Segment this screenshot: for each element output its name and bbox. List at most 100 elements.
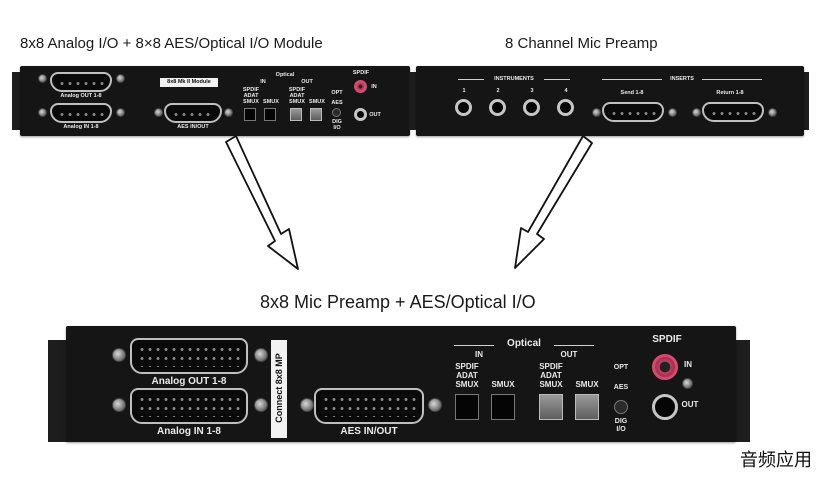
dig-label: DIG (614, 418, 628, 425)
instrument-jack-1 (455, 99, 472, 116)
analog-out-connector (50, 72, 112, 92)
dig-io-button[interactable] (332, 108, 341, 117)
return-label: Return 1-8 (716, 90, 744, 96)
spdif-label: SPDIF (652, 334, 682, 345)
optical-out-port-1 (290, 108, 302, 121)
right-arrow (514, 135, 593, 269)
screw-icon (254, 348, 268, 362)
spdif-out-line3: SMUX (539, 380, 563, 389)
aes-switch-label: AES (331, 100, 343, 106)
title-analog-io-module: 8x8 Analog I/O + 8×8 AES/Optical I/O Mod… (20, 35, 323, 52)
instrument-jack-4 (557, 99, 574, 116)
screw-icon (224, 108, 233, 117)
inserts-bracket (602, 79, 662, 80)
spdif-in-label: IN (684, 360, 692, 369)
screw-icon (592, 108, 601, 117)
screw-icon (38, 74, 47, 83)
instruments-bracket (458, 79, 484, 80)
left-arrow (225, 135, 299, 270)
combined-device-panel: Analog OUT 1-8 Analog IN 1-8 Connect 8x8… (66, 326, 736, 442)
spdif-in-line2: ADAT (456, 371, 478, 380)
aes-label: AES IN/OUT (340, 426, 398, 437)
analog-out-label: Analog OUT 1-8 (60, 93, 102, 99)
optical-bracket (554, 345, 594, 346)
inserts-bracket (702, 79, 762, 80)
analog-in-label: Analog IN 1-8 (63, 124, 99, 130)
screw-icon (116, 74, 125, 83)
screw-icon (300, 398, 314, 412)
send-label: Send 1-8 (620, 90, 644, 96)
instruments-bracket (544, 79, 570, 80)
spdif-out-line2: ADAT (540, 371, 562, 380)
inst-number-1: 1 (462, 88, 466, 94)
optical-label: Optical (507, 338, 541, 349)
screw-icon (254, 398, 268, 412)
instruments-label: INSTRUMENTS (494, 76, 534, 82)
spdif-in-jack (354, 80, 367, 93)
aes-switch-label: AES (613, 384, 629, 391)
optical-label: Optical (275, 72, 295, 78)
mic-preamp-panel: INSTRUMENTS 1 2 3 4 INSERTS Send 1-8 Ret… (416, 66, 804, 136)
watermark: 音频应用 (740, 450, 812, 471)
spdif-in-line1: SPDIF (455, 362, 479, 371)
send-connector (602, 102, 664, 122)
screw-icon (692, 108, 701, 117)
screw-icon (112, 398, 126, 412)
screw-icon (38, 108, 47, 117)
spdif-adat-smux-out-label: SPDIF ADAT SMUX (288, 87, 306, 105)
title-combined: 8x8 Mic Preamp + AES/Optical I/O (260, 292, 536, 312)
inst-number-4: 4 (564, 88, 568, 94)
screw-icon (112, 348, 126, 362)
analog-in-connector (50, 103, 112, 123)
analog-in-connector (130, 388, 248, 424)
module-tag: 8x8 Mk II Module (160, 78, 218, 87)
aes-label: AES IN/OUT (177, 124, 209, 130)
dig-io-label: DIG I/O (332, 119, 342, 131)
spdif-out-label: OUT (369, 112, 381, 118)
optical-out-label: OUT (301, 79, 313, 85)
opt-label: OPT (613, 364, 629, 371)
spdif-adat-smux-label: SPDIF ADAT SMUX (242, 87, 260, 105)
screw-icon (116, 108, 125, 117)
spdif-in-line3: SMUX (455, 380, 479, 389)
optical-in-port-1 (455, 394, 479, 420)
spdif-out-jack (652, 394, 678, 420)
screw-icon (668, 108, 677, 117)
connect-tag: Connect 8x8 MP (271, 340, 287, 438)
smux-in-label: SMUX (491, 380, 515, 389)
optical-bracket (454, 345, 494, 346)
spdif-in-label: IN (371, 84, 377, 90)
spdif-out-line1: SPDIF (539, 362, 563, 371)
analog-in-label: Analog IN 1-8 (157, 426, 221, 437)
optical-in-label: IN (260, 79, 266, 85)
inserts-label: INSERTS (670, 76, 694, 82)
dig-io-button[interactable] (614, 400, 628, 414)
optical-in-port-2 (264, 108, 276, 121)
analog-out-label: Analog OUT 1-8 (151, 376, 227, 387)
smux-out-label: SMUX (575, 380, 599, 389)
spdif-out-jack (354, 108, 367, 121)
aes-connector (314, 388, 424, 424)
optical-out-label: OUT (560, 350, 578, 359)
optical-in-port-1 (244, 108, 256, 121)
smux-out-label: SMUX (309, 99, 325, 105)
title-mic-preamp: 8 Channel Mic Preamp (505, 35, 658, 52)
spdif-out-label: OUT (681, 400, 699, 409)
optical-out-port-2 (575, 394, 599, 420)
optical-out-port-1 (539, 394, 563, 420)
instrument-jack-3 (523, 99, 540, 116)
screw-icon (682, 378, 693, 389)
spdif-label: SPDIF (352, 70, 370, 76)
optical-out-port-2 (310, 108, 322, 121)
screw-icon (154, 108, 163, 117)
left-device-panel: Analog OUT 1-8 Analog IN 1-8 8x8 Mk II M… (20, 66, 410, 136)
optical-in-port-2 (491, 394, 515, 420)
opt-label: OPT (331, 90, 343, 96)
io-label: I/O (616, 426, 626, 433)
analog-out-connector (130, 338, 248, 374)
aes-connector (164, 103, 222, 123)
inst-number-3: 3 (530, 88, 534, 94)
screw-icon (428, 398, 442, 412)
smux-label: SMUX (263, 99, 279, 105)
